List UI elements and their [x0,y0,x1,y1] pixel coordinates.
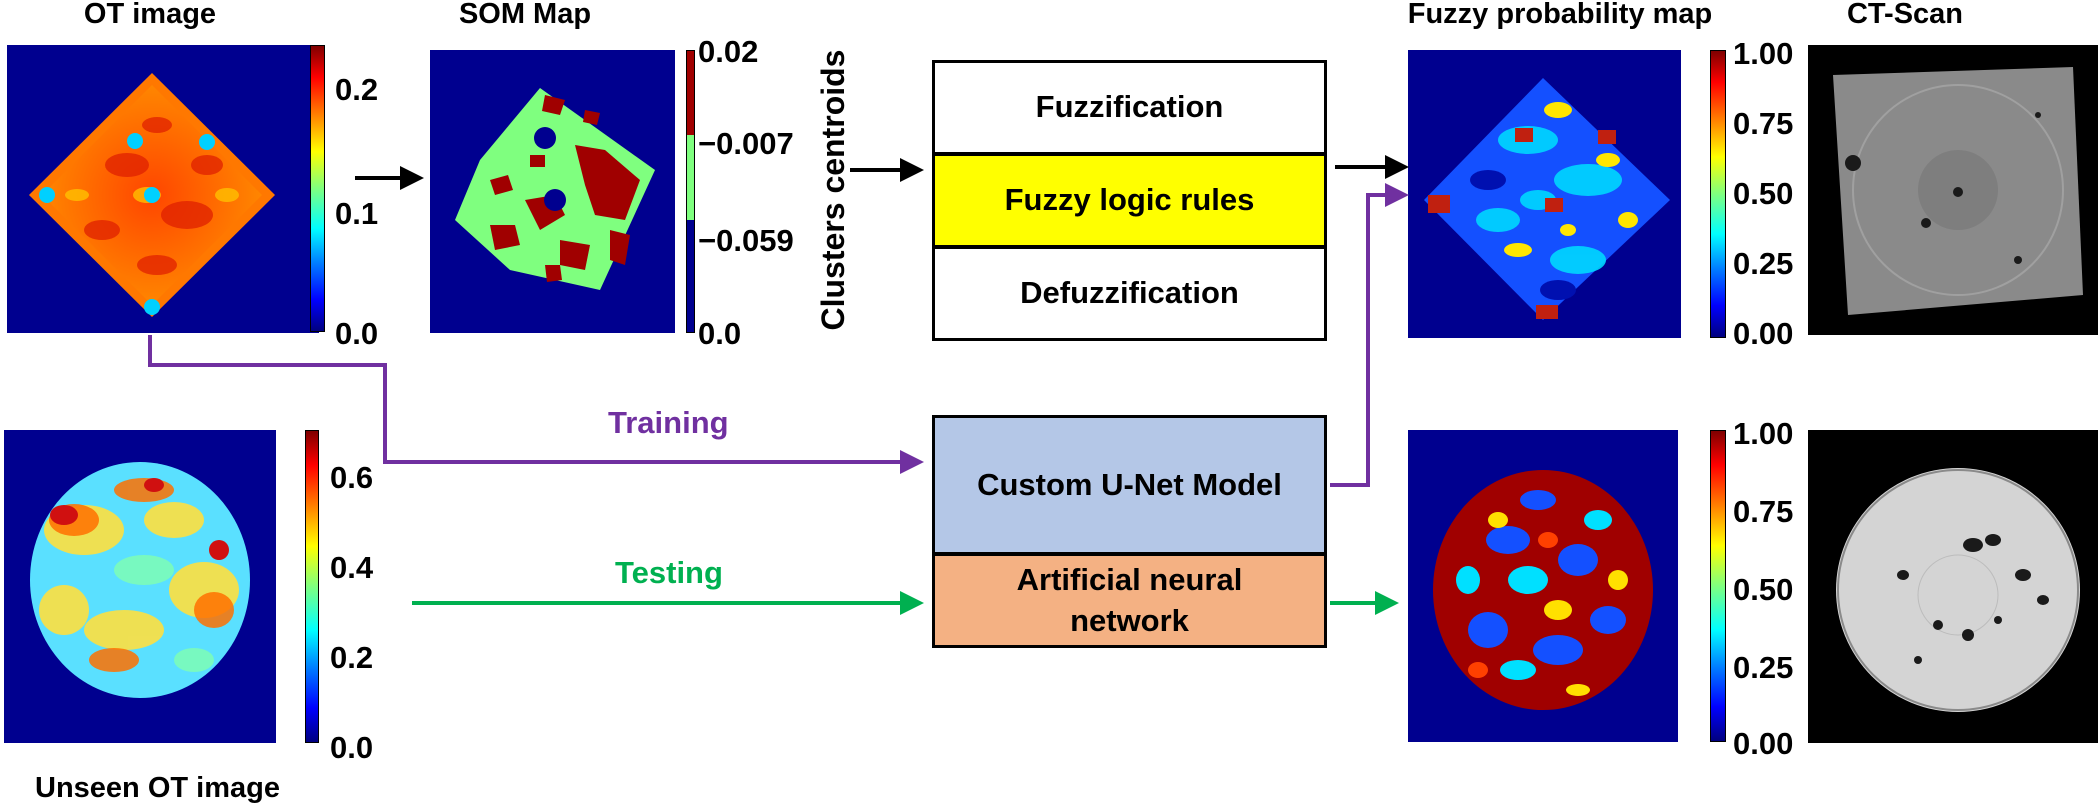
fuzzy-probability-heatmap [1424,78,1670,320]
unseen-colorbar-tick: 0.4 [330,550,374,585]
unseen-ot-colorbar [305,430,319,743]
fuzzy-map-colorbar [1710,50,1726,338]
defuzzification-block: Defuzzification [932,246,1327,341]
ct-scan-2-panel [1808,430,2098,743]
ot-colorbar-tick: 0.2 [335,72,379,107]
som-map-panel [430,50,675,333]
ot-image-panel [7,45,319,333]
unet-model-block: Custom U-Net Model [932,415,1327,555]
clusters-centroids-label: Clusters centroids [815,49,851,331]
training-label: Training [608,405,729,440]
fuzzy-map-2-colorbar [1710,430,1726,742]
fuzzy-map-panel [1408,50,1681,338]
fuzzy2-colorbar-tick: 0.75 [1733,494,1794,529]
ot-image-title: OT image [83,0,217,30]
som-colorbar-tick: 0.0 [698,316,742,351]
fuzzy2-colorbar-tick: 0.25 [1733,650,1794,685]
ann-block: Artificial neural network [932,553,1327,648]
ot-colorbar [310,45,325,332]
ct-scan-image [1808,45,2098,335]
unseen-ot-title: Unseen OT image [35,772,280,804]
som-cluster-map [455,88,655,290]
unet-to-fuzzy-map-line [1330,183,1409,487]
fuzzy-map-2-panel [1408,430,1678,742]
fuzzification-block: Fuzzification [932,60,1327,155]
som-colorbar [686,50,695,333]
ct-scan-image-2 [1808,430,2098,743]
som-colorbar-tick: 0.02 [698,34,759,69]
ot-colorbar-tick: 0.1 [335,196,379,231]
som-colorbar-tick: −0.007 [698,126,794,161]
fuzzy-colorbar-tick: 0.50 [1733,176,1794,211]
ct-scan-panel [1808,45,2098,335]
ct-scan-title: CT-Scan [1846,0,1964,30]
fuzzy-colorbar-tick: 0.25 [1733,246,1794,281]
som-map-title: SOM Map [458,0,592,30]
ot-heatmap [29,73,275,317]
fuzzy-map-title: Fuzzy probability map [1407,0,1713,30]
fuzzy-logic-rules-block: Fuzzy logic rules [932,153,1327,248]
fuzzy-colorbar-tick: 0.75 [1733,106,1794,141]
fuzzy-colorbar-tick: 0.00 [1733,316,1794,351]
testing-label: Testing [615,555,723,590]
fuzzy-probability-heatmap-2 [1433,470,1653,710]
ot-colorbar-tick: 0.0 [335,316,379,351]
unseen-colorbar-tick: 0.0 [330,730,374,765]
fuzzy2-colorbar-tick: 0.00 [1733,726,1794,761]
unseen-ot-heatmap [30,462,250,698]
fuzzy2-colorbar-tick: 0.50 [1733,572,1794,607]
fuzzy-colorbar-tick: 1.00 [1733,36,1794,71]
unseen-ot-panel [4,430,276,743]
som-colorbar-tick: −0.059 [698,223,794,258]
unseen-colorbar-tick: 0.2 [330,640,374,675]
fuzzy2-colorbar-tick: 1.00 [1733,416,1794,451]
unseen-colorbar-tick: 0.6 [330,460,374,495]
